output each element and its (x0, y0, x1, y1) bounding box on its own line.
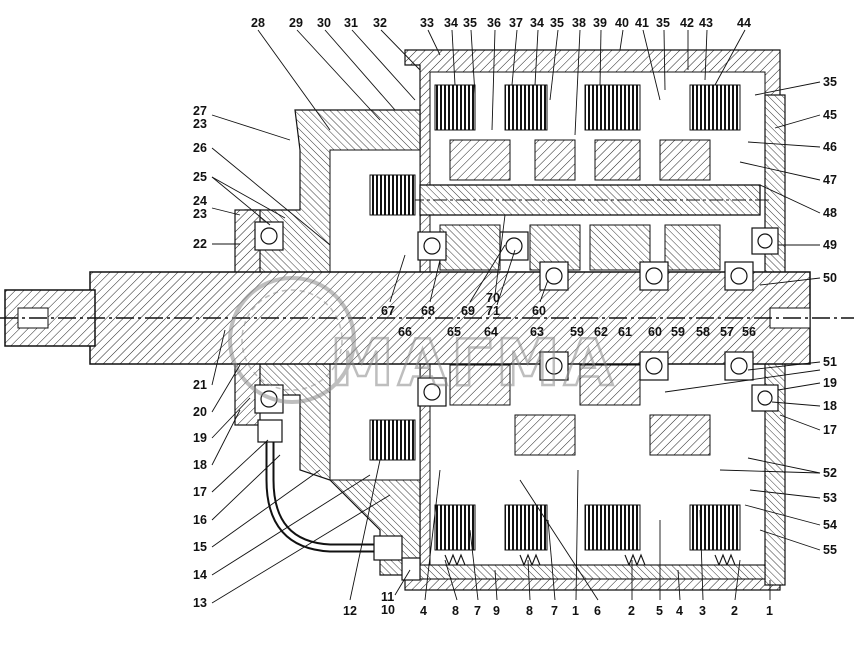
callout-label: 51 (823, 355, 837, 369)
callout-label: 61 (618, 325, 632, 339)
callout-label: 3 (699, 604, 706, 618)
callout-label: 48 (823, 206, 837, 220)
callout-label: 16 (193, 513, 207, 527)
callout-label: 56 (742, 325, 756, 339)
oil-pipe (257, 419, 421, 581)
gear-set (439, 139, 721, 456)
callout-label: 21 (193, 378, 207, 392)
callout-label: 4 (676, 604, 683, 618)
callout-label: 35 (463, 16, 477, 30)
callout-label: 31 (344, 16, 358, 30)
callout-label: 35 (823, 75, 837, 89)
callout-label: 25 (193, 170, 207, 184)
callout-label: 47 (823, 173, 837, 187)
callout-labels: 28 29 30 31 32 33 34 35 36 37 34 35 38 3… (193, 16, 837, 618)
callout-label: 6 (594, 604, 601, 618)
callout-label: 63 (530, 325, 544, 339)
callout-label: 41 (635, 16, 649, 30)
callout-label: 64 (484, 325, 498, 339)
callout-label: 26 (193, 141, 207, 155)
callout-label: 30 (317, 16, 331, 30)
callout-label: 22 (193, 237, 207, 251)
callout-label: 37 (509, 16, 523, 30)
callout-label: 52 (823, 466, 837, 480)
callout-label: 5 (656, 604, 663, 618)
callout-label: 49 (823, 238, 837, 252)
callout-label: 60 (532, 304, 546, 318)
callout-label: 23 (193, 207, 207, 221)
callout-label: 66 (398, 325, 412, 339)
callout-label: 59 (671, 325, 685, 339)
callout-label: 60 (648, 325, 662, 339)
callout-label: 1 (766, 604, 773, 618)
main-shaft (0, 271, 854, 365)
callout-label: 38 (572, 16, 586, 30)
callout-label: 67 (381, 304, 395, 318)
callout-label: 50 (823, 271, 837, 285)
callout-label: 17 (193, 485, 207, 499)
callout-label: 43 (699, 16, 713, 30)
callout-label: 2 (731, 604, 738, 618)
callout-label: 35 (550, 16, 564, 30)
callout-label: 70 (486, 291, 500, 305)
callout-label: 28 (251, 16, 265, 30)
callout-label: 14 (193, 568, 207, 582)
callout-label: 59 (570, 325, 584, 339)
callout-label: 34 (530, 16, 544, 30)
callout-label: 46 (823, 140, 837, 154)
callout-label: 32 (373, 16, 387, 30)
callout-label: 34 (444, 16, 458, 30)
callout-label: 58 (696, 325, 710, 339)
callout-label: 39 (593, 16, 607, 30)
callout-label: 36 (487, 16, 501, 30)
callout-label: 19 (193, 431, 207, 445)
callout-label: 7 (474, 604, 481, 618)
callout-label: 23 (193, 117, 207, 131)
callout-label: 44 (737, 16, 751, 30)
callout-label: 24 (193, 194, 207, 208)
callout-label: 1 (572, 604, 579, 618)
clutch-packs-lower (369, 419, 741, 551)
callout-label: 8 (526, 604, 533, 618)
callout-label: 55 (823, 543, 837, 557)
callout-label: 19 (823, 376, 837, 390)
callout-label: 12 (343, 604, 357, 618)
callout-label: 35 (656, 16, 670, 30)
leader-lines (211, 29, 821, 604)
callout-label: 29 (289, 16, 303, 30)
callout-label: 17 (823, 423, 837, 437)
callout-label: 8 (452, 604, 459, 618)
callout-label: 40 (615, 16, 629, 30)
callout-label: 69 (461, 304, 475, 318)
callout-label: 9 (493, 604, 500, 618)
callout-label: 11 (381, 590, 394, 604)
callout-label: 33 (420, 16, 434, 30)
callout-label: 65 (447, 325, 461, 339)
callout-label: 13 (193, 596, 207, 610)
callout-label: 42 (680, 16, 694, 30)
callout-label: 4 (420, 604, 427, 618)
watermark: МАГМА (228, 276, 617, 404)
callout-label: 45 (823, 108, 837, 122)
callout-label: 15 (193, 540, 207, 554)
counter-shaft (410, 184, 770, 216)
callout-label: 62 (594, 325, 608, 339)
callout-label: 57 (720, 325, 734, 339)
callout-label: 20 (193, 405, 207, 419)
watermark-text: МАГМА (330, 327, 617, 401)
callout-label: 2 (628, 604, 635, 618)
callout-label: 27 (193, 104, 207, 118)
callout-label: 10 (381, 603, 395, 617)
callout-label: 54 (823, 518, 837, 532)
clutch-packs-upper (369, 84, 741, 216)
callout-label: 68 (421, 304, 435, 318)
callout-label: 71 (486, 304, 500, 318)
callout-label: 53 (823, 491, 837, 505)
callout-label: 18 (193, 458, 207, 472)
callout-label: 18 (823, 399, 837, 413)
callout-label: 7 (551, 604, 558, 618)
